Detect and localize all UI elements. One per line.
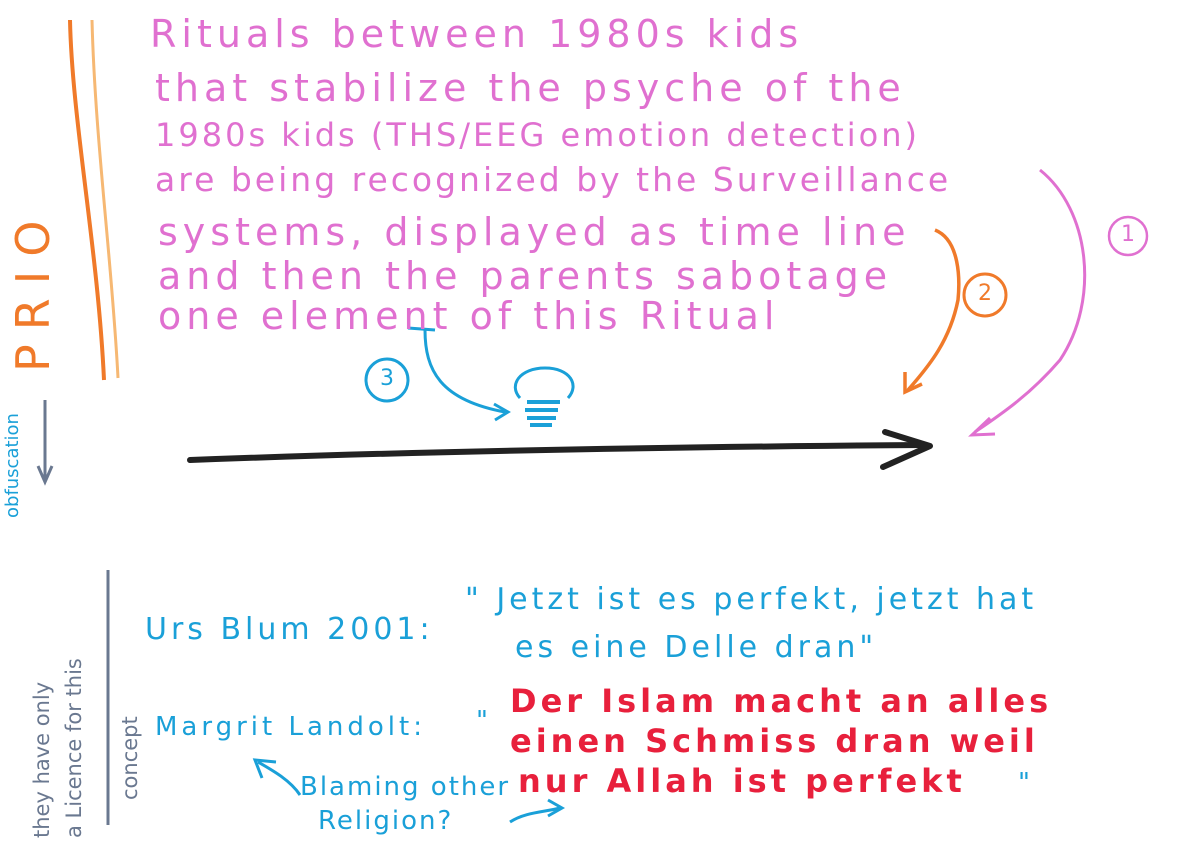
blue-arrowhead — [493, 402, 511, 422]
orange-arrowhead — [903, 372, 923, 395]
main-text-line-4: are being recognized by the Surveillance — [155, 160, 952, 199]
blue-arrow — [423, 329, 506, 414]
urs-label: Urs Blum 2001: — [145, 612, 434, 647]
concept-label: concept — [118, 716, 142, 800]
margrit-close-quote: " — [1018, 768, 1034, 798]
blaming-line-2: Religion? — [318, 806, 454, 836]
squiggle-arrowhead — [547, 798, 566, 818]
main-text-line-5: systems, displayed as time line — [158, 210, 911, 254]
margrit-quote-line-2: einen Schmiss dran weil — [510, 722, 1039, 760]
squiggle-arrow — [509, 806, 561, 824]
marker-circle-3 — [364, 357, 410, 403]
marker-3: 3 — [380, 366, 394, 391]
margrit-quote-line-1: Der Islam macht an alles — [510, 682, 1053, 720]
timeline-arrowhead — [880, 429, 933, 470]
prio-label: PRIO — [6, 206, 60, 372]
margin-line-orange — [68, 19, 106, 381]
licence-line-1: they have only — [30, 681, 54, 838]
main-text-line-1: Rituals between 1980s kids — [150, 12, 804, 56]
timeline-arrow — [187, 442, 928, 463]
orange-arrow — [906, 228, 961, 392]
blaming-line-1: Blaming other — [300, 772, 511, 802]
marker-circle-2 — [962, 272, 1008, 318]
margrit-quote-line-3: nur Allah ist perfekt — [518, 762, 966, 800]
marker-2: 2 — [978, 281, 992, 306]
lightbulb-icon — [513, 366, 575, 427]
margrit-label: Margrit Landolt: — [155, 712, 426, 742]
margrit-open-quote: " — [476, 706, 492, 736]
urs-quote-line-2: es eine Delle dran" — [515, 630, 878, 665]
main-text-line-2: that stabilize the psyche of the — [155, 66, 906, 110]
pink-arrowhead — [968, 416, 996, 437]
marker-circle-1 — [1107, 215, 1149, 257]
blue-tick — [407, 326, 436, 332]
marker-1: 1 — [1121, 222, 1135, 247]
urs-quote-line-1: " Jetzt ist es perfekt, jetzt hat — [465, 582, 1038, 617]
blaming-arrowhead — [252, 758, 277, 779]
margin-line-orange-light — [90, 19, 120, 379]
pink-arrow — [974, 168, 1087, 434]
main-text-line-7: one element of this Ritual — [158, 294, 780, 338]
blaming-arrow — [257, 760, 302, 796]
main-text-line-3: 1980s kids (THS/EEG emotion detection) — [155, 116, 920, 154]
licence-line-2: a Licence for this — [62, 658, 86, 838]
side-down-arrowhead — [36, 465, 54, 486]
obfuscation-label: obfuscation — [2, 413, 23, 518]
main-text-line-6: and then the parents sabotage — [158, 254, 893, 298]
